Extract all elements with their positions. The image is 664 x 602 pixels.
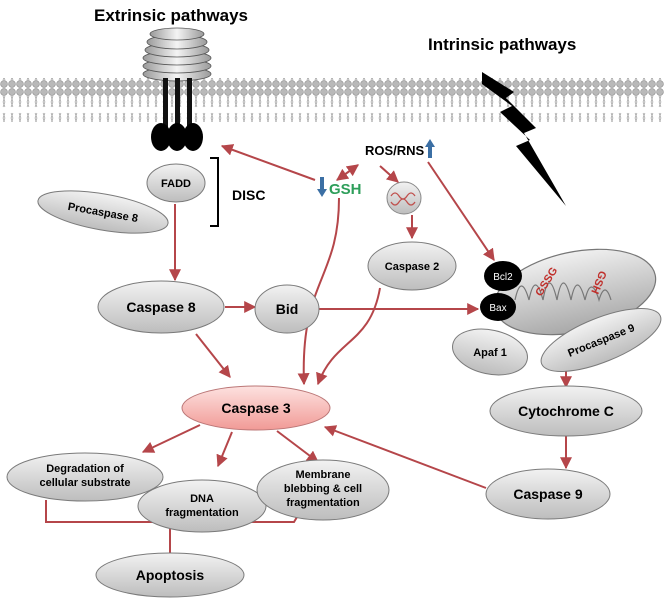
bid-label: Bid xyxy=(276,301,299,317)
caspase3-label: Caspase 3 xyxy=(221,400,290,416)
arrow-ros-to-mito xyxy=(427,161,495,261)
caspase2-node: Caspase 2 xyxy=(367,241,457,291)
cytochrome-c-label: Cytochrome C xyxy=(518,403,614,419)
ros-increase-arrow-icon xyxy=(425,139,435,158)
membrane-label-line2: blebbing & cell xyxy=(284,483,362,495)
bax-label: Bax xyxy=(489,303,506,314)
arrow-gsh-to-disc xyxy=(220,144,316,181)
membrane-label-line1: Membrane xyxy=(295,469,350,481)
nucleus-dna-icon xyxy=(386,181,422,215)
bcl2-label: Bcl2 xyxy=(493,272,513,283)
arrow-ros-gsh xyxy=(336,164,359,181)
caspase9-label: Caspase 9 xyxy=(513,486,582,502)
fadd-label: FADD xyxy=(161,178,191,190)
bid-node: Bid xyxy=(254,284,320,334)
bcl2-blob: Bcl2 xyxy=(484,261,522,291)
cell-membrane xyxy=(0,78,664,122)
arrow-casp3-to-dna xyxy=(216,431,233,468)
caspase8-label: Caspase 8 xyxy=(126,299,195,315)
caspase8-node: Caspase 8 xyxy=(97,280,225,334)
apaf1-node: Apaf 1 xyxy=(452,328,528,376)
arrow-casp3-to-membrane xyxy=(276,430,319,463)
arrow-casp9-to-casp3 xyxy=(323,425,487,489)
membrane-label-line3: fragmentation xyxy=(286,497,360,509)
apaf1-label: Apaf 1 xyxy=(473,347,507,359)
fadd-node: FADD xyxy=(146,163,206,203)
ros-rns-label: ROS/RNS xyxy=(365,143,425,158)
arrow-gsh-to-casp3 xyxy=(297,197,340,386)
dna-fragmentation-node: DNA fragmentation xyxy=(137,479,267,533)
procaspase8-node: Procaspase 8 xyxy=(37,190,169,234)
degradation-label-line2: cellular substrate xyxy=(39,477,130,489)
extrinsic-title: Extrinsic pathways xyxy=(94,6,249,25)
bax-blob: Bax xyxy=(480,293,516,321)
degradation-label-line1: Degradation of xyxy=(46,463,124,475)
arrow-casp3-to-degradation xyxy=(141,424,201,453)
arrow-casp8-to-casp3 xyxy=(195,333,231,378)
procaspase9-node: Procaspase 9 xyxy=(540,308,662,372)
caspase2-label: Caspase 2 xyxy=(385,261,439,273)
apoptosis-label: Apoptosis xyxy=(136,567,205,583)
gsh-label: GSH xyxy=(329,181,362,198)
apoptosis-node: Apoptosis xyxy=(95,552,245,598)
cytochrome-c-node: Cytochrome C xyxy=(489,385,643,437)
lightning-bolt-icon xyxy=(482,72,566,206)
membrane-blebbing-node: Membrane blebbing & cell fragmentation xyxy=(256,459,390,521)
arrow-casp2-to-casp3 xyxy=(316,287,381,386)
arrow-ros-to-nucleus xyxy=(379,165,399,183)
caspase9-node: Caspase 9 xyxy=(485,468,611,520)
pathway-arrows xyxy=(45,144,572,554)
dna-label-line1: DNA xyxy=(190,493,214,505)
disc-label: DISC xyxy=(232,187,265,203)
disc-bracket xyxy=(210,157,219,227)
dna-label-line2: fragmentation xyxy=(165,507,239,519)
gsh-decrease-arrow-icon xyxy=(317,177,327,197)
caspase3-node: Caspase 3 xyxy=(181,385,331,431)
degradation-node: Degradation of cellular substrate xyxy=(6,452,164,502)
intrinsic-title: Intrinsic pathways xyxy=(428,35,577,54)
death-receptor-icon xyxy=(142,27,212,151)
